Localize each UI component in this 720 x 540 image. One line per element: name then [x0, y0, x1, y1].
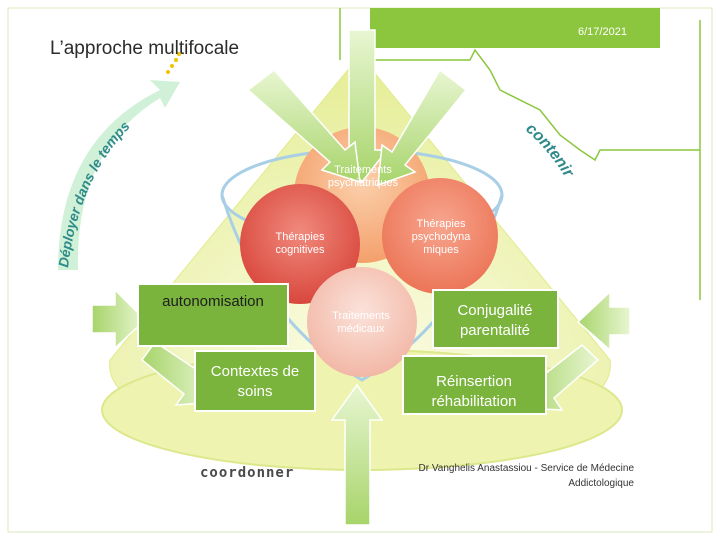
slide-title: L’approche multifocale [50, 38, 240, 59]
circle-medical [307, 267, 417, 377]
label-reinsertion: Réinsertion réhabilitation [431, 373, 517, 410]
arrow-right-upper [576, 290, 631, 352]
arrow-bottom [330, 383, 384, 526]
arrow-top-left [246, 68, 361, 184]
label-conjugalite: Conjugalité parentalité [457, 302, 533, 339]
label-cognitive: Thérapies cognitives [275, 231, 325, 256]
decorative-dots [166, 52, 181, 74]
arrow-top-right [377, 68, 468, 187]
label-autonomisation: autonomisation [162, 293, 264, 310]
label-psychodynamic: Thérapies psychodyna miques [411, 218, 471, 256]
label-coordonner: coordonner [200, 465, 295, 481]
slide-frame [7, 7, 713, 533]
box-contextes-bg [194, 350, 316, 412]
arrows [91, 29, 631, 526]
label-psychiatric: Traitements psychiatriques [327, 164, 399, 189]
time-curve-arrow [58, 80, 180, 270]
circle-psychodynamic [382, 178, 498, 294]
frame-zigzag [360, 48, 700, 162]
label-contextes: Contextes de soins [210, 363, 300, 400]
box-autonomisation-bg [137, 283, 289, 347]
circle-cognitive [240, 184, 360, 304]
arrow-left-upper [91, 288, 147, 350]
box-reinsertion-bg [402, 355, 547, 415]
curved-right-text: contenir [522, 120, 577, 181]
slide-footer: Dr Vanghelis Anastassiou - Service de Mé… [418, 463, 634, 489]
slide-date: 6/17/2021 [578, 26, 627, 38]
curved-left-text: Déployer dans le temps [55, 118, 133, 269]
box-conjugalite-bg [432, 289, 559, 349]
date-banner [370, 8, 660, 48]
label-medical: Traitements médicaux [332, 310, 390, 335]
